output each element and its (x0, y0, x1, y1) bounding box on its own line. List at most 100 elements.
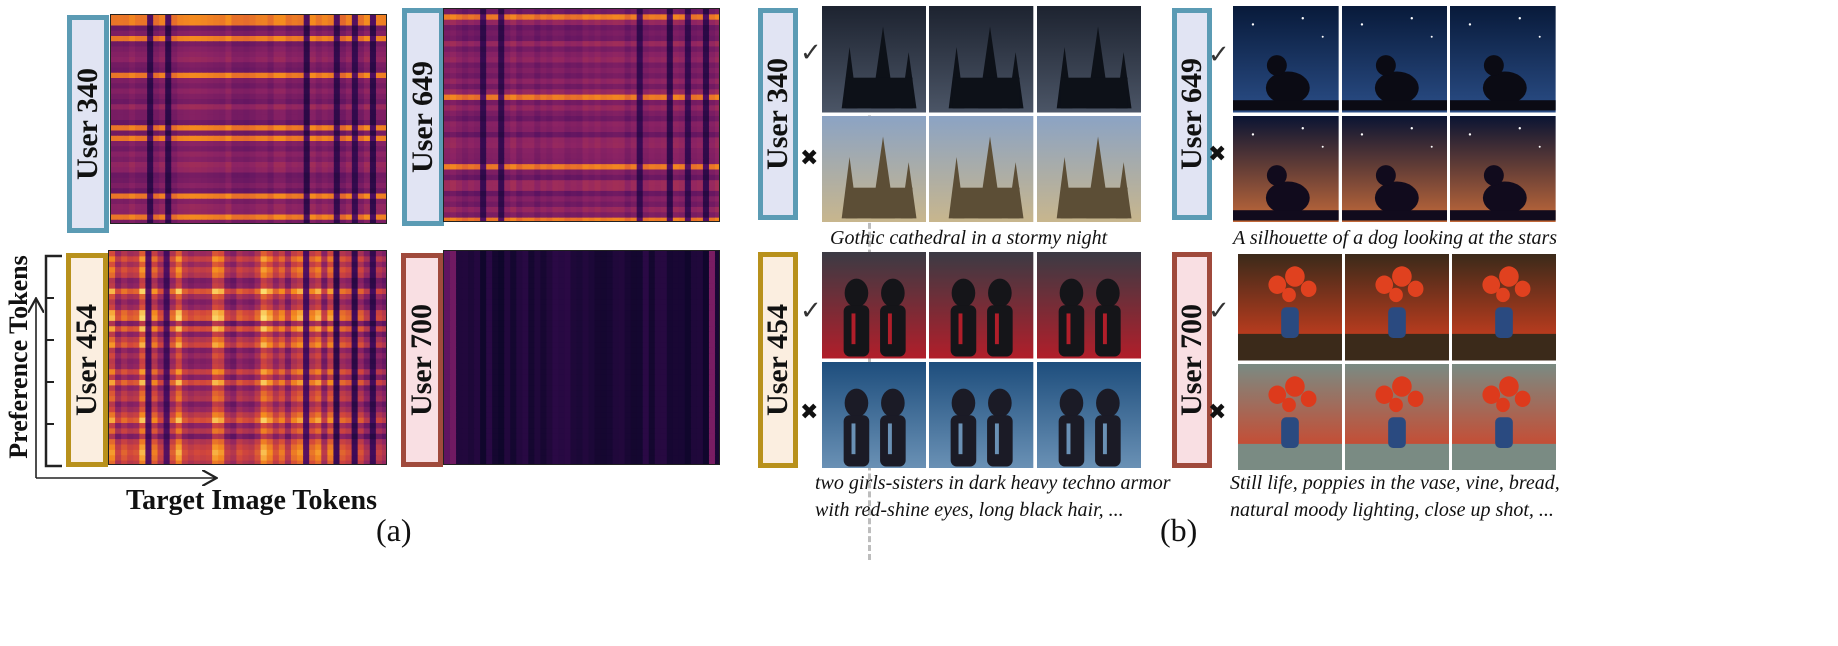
heatmap-cell (510, 116, 517, 122)
heatmap-cell (588, 105, 596, 112)
heatmap-cell (157, 347, 165, 354)
heatmap-cell (260, 256, 268, 263)
heatmap-cell (552, 164, 560, 171)
heatmap-cell (345, 93, 353, 100)
heatmap-cell (618, 201, 626, 208)
heatmap-cell (315, 347, 322, 354)
heatmap-cell (261, 99, 269, 105)
heatmap-cell (564, 206, 572, 213)
heatmap-cell (133, 363, 140, 370)
heatmap-cell (183, 78, 190, 84)
heatmap-cell (480, 148, 487, 155)
heatmap-cell (147, 114, 154, 121)
heatmap-cell (678, 25, 686, 31)
heatmap-cell (135, 219, 142, 223)
heatmap-cell (516, 137, 523, 144)
heatmap-cell (219, 83, 227, 90)
heatmap-cell (121, 390, 128, 397)
heatmap-cell (189, 193, 196, 200)
heatmap-cell (123, 177, 130, 184)
heatmap-cell (303, 20, 311, 27)
heatmap-cell (540, 9, 547, 15)
heatmap-cell (187, 288, 195, 295)
heatmap-cell (127, 337, 134, 343)
heatmap-cell (243, 88, 251, 95)
heatmap-cell (279, 188, 287, 195)
heatmap-cell (224, 331, 231, 338)
heatmap-cell (522, 212, 529, 219)
heatmap-cell (121, 385, 128, 392)
heatmap-cell (169, 251, 177, 257)
heatmap-cell (492, 14, 499, 21)
heatmap-cell (315, 46, 323, 53)
heatmap-cell (576, 78, 584, 85)
heatmap-cell (546, 148, 553, 155)
heatmap-cell (666, 67, 674, 74)
heatmap-cell (187, 283, 195, 290)
heatmap-cell (510, 164, 517, 171)
heatmap-cell (255, 36, 263, 42)
heatmap-cell (576, 185, 584, 192)
heatmap-cell (321, 83, 329, 90)
heatmap-cell (260, 288, 268, 295)
heatmap-cell (582, 180, 590, 187)
heatmap-cell (375, 172, 383, 179)
heatmap-cell (474, 14, 481, 21)
heatmap-cell (480, 105, 487, 112)
heatmap-cell (115, 390, 122, 397)
heatmap-cell (254, 315, 262, 322)
heatmap-cell (375, 183, 383, 189)
heatmap-cell (450, 99, 457, 106)
heatmap-cell (606, 212, 614, 219)
heatmap-cell (242, 358, 250, 365)
heatmap-cell (291, 146, 299, 153)
heatmap-cell (345, 151, 353, 158)
heatmap-cell (147, 15, 154, 21)
heatmap-cell (540, 94, 547, 101)
heatmap-cell (369, 130, 377, 137)
heatmap-cell (181, 374, 189, 381)
heatmap-cell (212, 326, 219, 333)
heatmap-cell (450, 51, 457, 58)
heatmap-cell (181, 369, 189, 376)
heatmap-cell (153, 114, 160, 121)
heatmap-cell (267, 20, 275, 27)
heatmap-cell (279, 151, 287, 158)
heatmap-cell (315, 304, 322, 311)
heatmap-cell (141, 141, 148, 147)
heatmap-cell (345, 272, 353, 279)
heatmap-cell (498, 126, 505, 133)
heatmap-cell (284, 363, 292, 370)
heatmap-cell (175, 390, 183, 397)
heatmap-cell (266, 283, 274, 290)
heatmap-cell (284, 283, 292, 290)
heatmap-cell (630, 41, 638, 48)
heatmap-cell (522, 46, 529, 53)
heatmap-cell (540, 164, 547, 171)
heatmap-cell (321, 183, 329, 189)
heatmap-cell (636, 62, 644, 69)
heatmap-cell (474, 94, 481, 101)
heatmap-cell (157, 385, 165, 392)
heatmap-cell (666, 116, 674, 122)
heatmap-cell (516, 73, 523, 80)
heatmap-cell (363, 214, 371, 221)
heatmap-cell (594, 89, 602, 96)
heatmap-cell (363, 104, 371, 111)
heatmap-cell (381, 20, 386, 27)
heatmap-cell (510, 132, 517, 138)
heatmap-cell (165, 141, 172, 147)
heatmap-cell (357, 20, 365, 27)
heatmap-cell (284, 390, 292, 397)
heatmap-cell (654, 41, 662, 48)
heatmap-cell (618, 190, 626, 197)
heatmap-cell (225, 83, 233, 90)
heatmap-cell (630, 73, 638, 80)
heatmap-cell (321, 120, 329, 126)
heatmap-cell (333, 198, 341, 205)
heatmap-cell (594, 142, 602, 149)
heatmap-cell (684, 201, 692, 208)
heatmap-cell (267, 25, 275, 32)
heatmap-cell (333, 219, 341, 223)
heatmap-cell (333, 72, 341, 79)
